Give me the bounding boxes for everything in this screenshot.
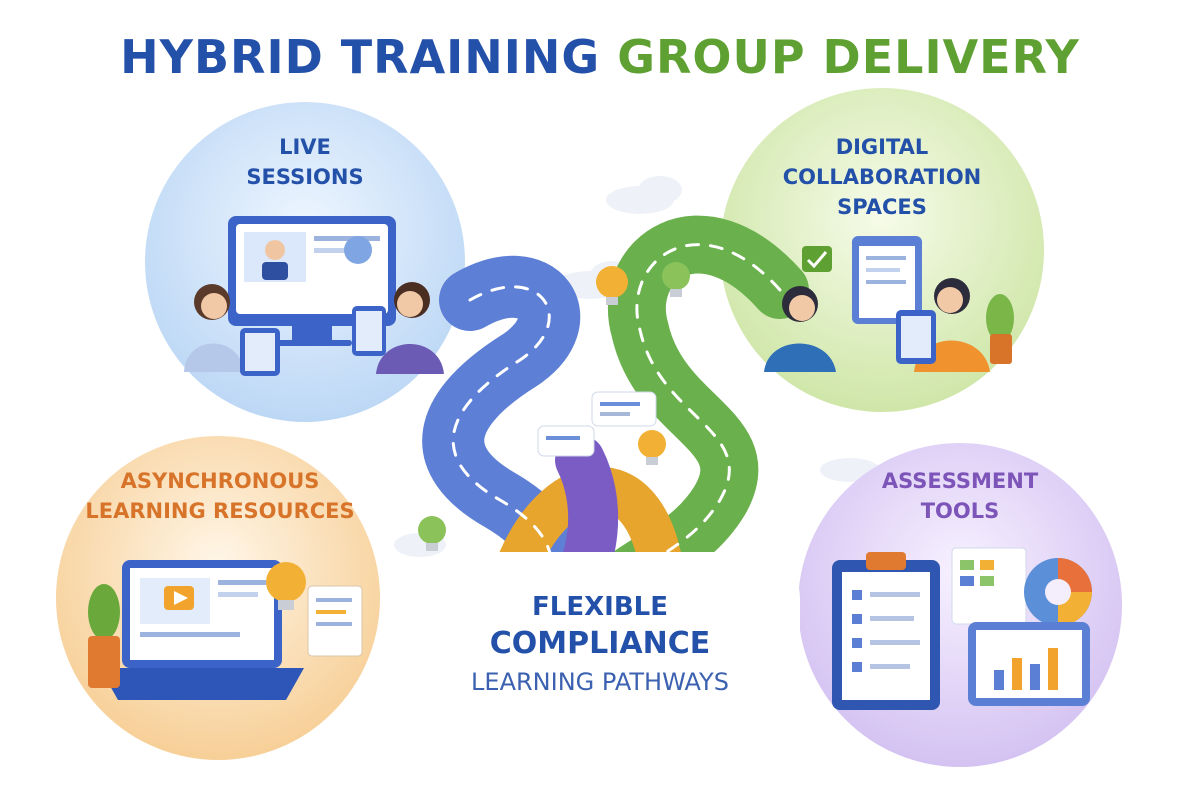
lightbulb-icon — [266, 562, 306, 610]
video-call-monitor-icon — [228, 216, 396, 346]
page-title: HYBRID TRAINING GROUP DELIVERY — [0, 30, 1200, 84]
person-icon — [184, 284, 244, 372]
person-icon — [376, 282, 444, 374]
center-pathways-label: FLEXIBLE COMPLIANCE LEARNING PATHWAYS — [420, 590, 780, 700]
tablet-icon — [896, 310, 936, 364]
laptop-icon — [100, 560, 304, 700]
title-part-blue: HYBRID TRAINING — [120, 30, 601, 84]
lightbulb-icon — [638, 430, 666, 465]
plant-icon — [986, 294, 1014, 364]
plant-icon — [88, 584, 120, 688]
document-icon — [307, 585, 363, 657]
tablet-icon — [951, 547, 1027, 625]
tablet-icon — [352, 306, 386, 356]
checklist-clipboard-icon — [832, 552, 940, 710]
lightbulb-icon — [418, 516, 446, 551]
play-button-icon — [164, 586, 194, 610]
assessment-tools-label: ASSESSMENT TOOLS — [881, 469, 1039, 523]
checkmark-icon — [802, 246, 832, 272]
title-part-green: GROUP DELIVERY — [617, 30, 1080, 84]
clipboard-icon — [852, 236, 922, 324]
center-line-3: LEARNING PATHWAYS — [471, 668, 729, 696]
person-icon — [764, 286, 836, 372]
learning-roads — [422, 215, 809, 641]
lightbulb-icon — [596, 266, 628, 305]
center-card — [400, 552, 800, 720]
center-line-1: FLEXIBLE — [532, 592, 668, 622]
live-sessions-label: LIVE SESSIONS — [246, 135, 364, 189]
digital-collaboration-label: DIGITAL COLLABORATION SPACES — [782, 135, 982, 219]
center-line-2: COMPLIANCE — [489, 626, 711, 661]
lightbulb-icon — [662, 262, 690, 297]
bar-chart-icon — [968, 622, 1090, 706]
async-resources-label: ASYNCHRONOUS LEARNING RESOURCES — [85, 469, 355, 523]
tablet-icon — [240, 328, 280, 376]
pie-chart-icon — [1024, 558, 1092, 626]
chat-bubble-icon — [537, 425, 595, 457]
chat-bubble-icon — [591, 391, 657, 427]
